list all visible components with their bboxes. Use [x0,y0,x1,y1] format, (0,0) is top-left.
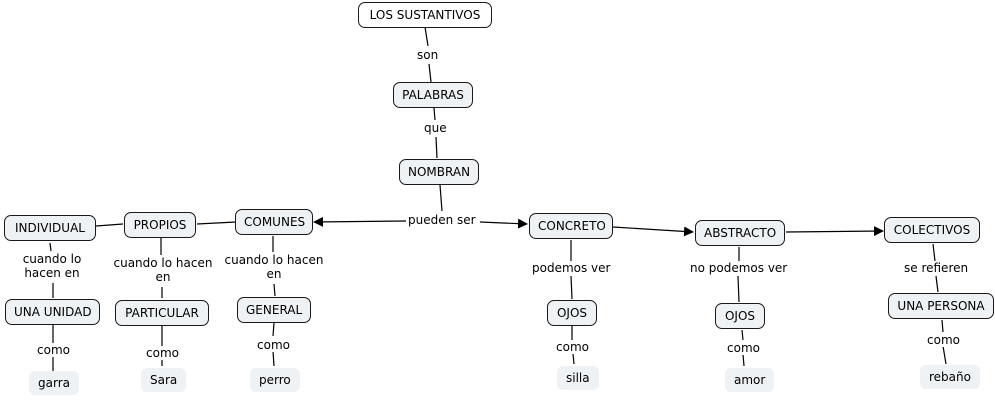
link-como-amor: como [726,341,761,355]
concept-particular[interactable]: PARTICULAR [115,300,209,326]
concept-nombran[interactable]: NOMBRAN [399,159,479,185]
link-line [272,322,275,337]
link-line [424,26,429,47]
link-pueden-ser: pueden ser [407,213,477,227]
arrow-to-concreto [479,218,528,229]
link-cuando-lo-hacen-en-individual: cuando lo hacen en [2,252,102,280]
example-perro[interactable]: perro [250,368,300,392]
link-como-perro: como [256,338,291,352]
link-line [196,221,237,225]
concept-general[interactable]: GENERAL [237,297,311,323]
link-line [737,275,740,303]
link-line [941,319,944,333]
example-garra[interactable]: garra [29,371,79,395]
link-como-garra: como [36,343,71,357]
link-line [273,283,276,297]
example-amor[interactable]: amor [725,368,775,392]
arrow-to-abstracto [612,226,694,237]
concept-abstracto[interactable]: ABSTRACTO [695,220,785,246]
link-que: que [423,121,448,135]
link-line [428,63,432,83]
concept-individual[interactable]: INDIVIDUAL [4,215,96,241]
link-line [932,243,936,262]
concept-propios[interactable]: PROPIOS [124,212,196,238]
link-line [572,353,575,365]
link-como-silla: como [555,340,590,354]
link-cuando-lo-hacen-en-propios: cuando lo hacen en [112,256,214,284]
concept-colectivos[interactable]: COLECTIVOS [884,217,980,243]
example-silla[interactable]: silla [557,366,599,390]
link-line [95,223,124,227]
example-rebano[interactable]: rebaño [920,365,980,389]
link-cuando-lo-hacen-en-comunes: cuando lo hacen en [223,253,325,281]
concept-una-persona[interactable]: UNA PERSONA [888,293,994,319]
arrow-to-colectivos [785,226,884,237]
link-line [742,353,745,367]
link-line [272,350,275,367]
link-no-podemos-ver: no podemos ver [689,261,789,275]
link-line [435,136,438,159]
concept-palabras[interactable]: PALABRAS [393,82,473,108]
concept-una-unidad[interactable]: UNA UNIDAD [5,299,100,325]
arrow-to-comunes [313,216,407,227]
link-line [942,345,947,365]
link-son: son [416,48,440,62]
link-se-refieren: se refieren [903,261,970,275]
concept-comunes[interactable]: COMUNES [235,209,313,235]
link-podemos-ver: podemos ver [531,261,612,275]
link-como-rebano: como [926,333,961,347]
link-line [433,107,436,121]
link-line [570,275,573,300]
concept-los-sustantivos[interactable]: LOS SUSTANTIVOS [358,2,492,28]
concept-ojos-abstracto[interactable]: OJOS [715,303,765,329]
link-line [49,242,52,252]
example-sara[interactable]: Sara [141,368,187,392]
concept-concreto[interactable]: CONCRETO [529,213,613,239]
concept-ojos-concreto[interactable]: OJOS [547,300,597,326]
link-como-sara: como [145,346,180,360]
link-line [741,329,744,341]
link-line [439,184,443,212]
link-line [935,275,939,293]
